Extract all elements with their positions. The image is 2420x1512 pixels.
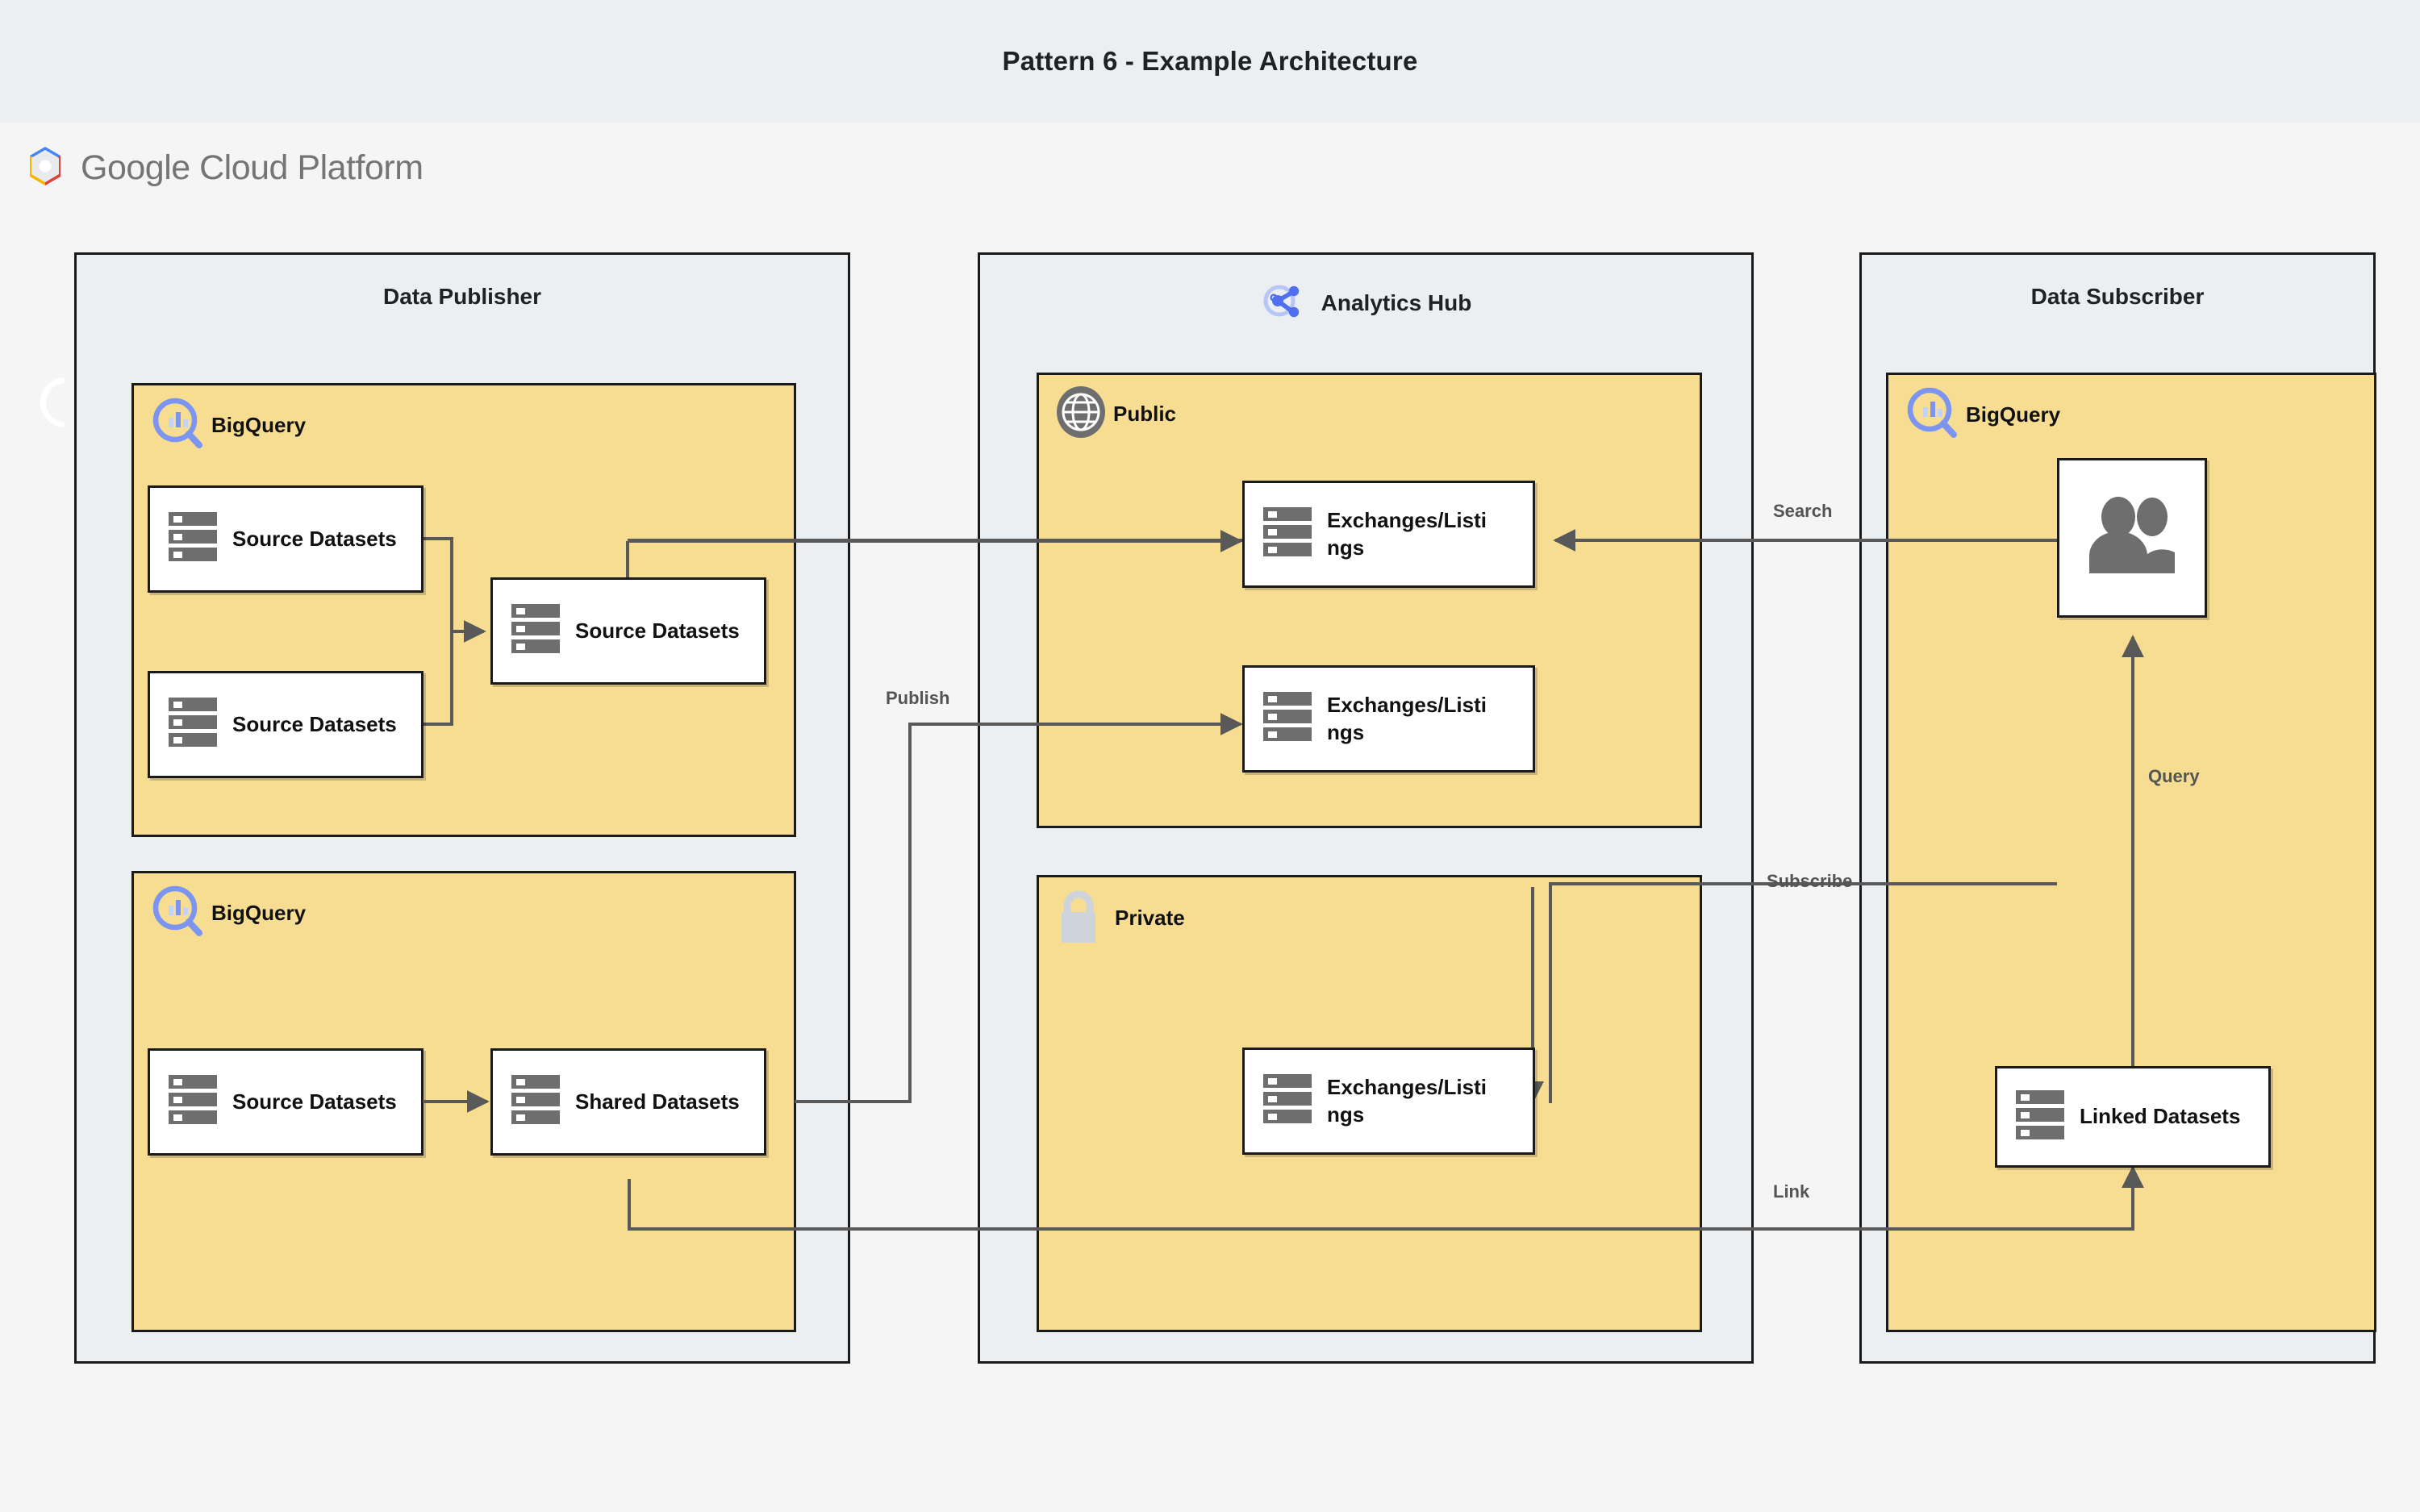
edge-label-subscribe: Subscribe [1767,871,1853,891]
google-cloud-hexagon-icon [23,144,68,193]
edge-label-query: Query [2148,766,2200,786]
dataset-icon [168,1073,218,1131]
group-label-bigquery: BigQuery [211,901,307,925]
node-label: Exchanges/Listings [1327,1075,1487,1127]
node-label: Source Datasets [575,618,740,643]
edge-label-search: Search [1773,501,1833,521]
group-header: BigQuery [1903,383,2060,447]
edge-label-link: Link [1773,1181,1810,1202]
dataset-icon [1262,1073,1312,1130]
group-header: BigQuery [148,881,306,945]
dataset-icon [168,696,218,753]
dataset-icon [1262,690,1312,748]
lock-icon [1055,889,1102,948]
bigquery-icon [148,394,208,457]
dataset-icon [168,510,218,568]
bigquery-icon [1903,383,1963,447]
lane-title-analytics-hub: Analytics Hub [1321,289,1472,315]
analytics-hub-share-icon [1260,277,1307,328]
users-icon [2084,496,2180,581]
page-title: Pattern 6 - Example Architecture [1002,46,1418,76]
node-linked-datasets[interactable]: Linked Datasets [1995,1066,2271,1168]
node-shared-datasets[interactable]: Shared Datasets [490,1048,766,1156]
dataset-icon [1262,506,1312,563]
node-label: Linked Datasets [2080,1104,2241,1129]
dataset-icon [511,602,561,660]
node-source-datasets-b[interactable]: Source Datasets [148,671,424,778]
node-label: Exchanges/Listings [1327,508,1487,560]
node-label: Shared Datasets [575,1089,740,1114]
node-source-datasets-lower[interactable]: Source Datasets [148,1048,424,1156]
edge-lower-source-to-shared [423,1090,490,1113]
node-source-datasets-merged[interactable]: Source Datasets [490,577,766,685]
node-public-exchanges-listings-1[interactable]: Exchanges/Listings [1242,481,1535,588]
node-label: Source Datasets [232,711,397,736]
node-label: Source Datasets [232,526,397,551]
globe-icon [1054,385,1108,444]
node-subscriber-users[interactable] [2057,458,2207,618]
edge-label-publish: Publish [886,688,950,708]
node-public-exchanges-listings-2[interactable]: Exchanges/Listings [1242,665,1535,773]
group-label-public: Public [1113,402,1177,426]
lane-title-data-publisher: Data Publisher [382,284,542,309]
google-cloud-platform-wordmark: Google Cloud Platform [81,148,424,187]
node-private-exchanges-listings[interactable]: Exchanges/Listings [1242,1048,1535,1155]
dataset-icon [511,1073,561,1131]
group-header: Private [1055,889,1185,948]
group-label-bigquery: BigQuery [1966,402,2061,427]
node-source-datasets-a[interactable]: Source Datasets [148,485,424,593]
lane-header-analytics-hub: Analytics Hub [980,277,1751,328]
group-label-private: Private [1115,906,1185,930]
google-cloud-platform-logo: Google Cloud Platform [23,144,424,193]
title-bar: Pattern 6 - Example Architecture [0,0,2420,123]
group-header: BigQuery [148,394,306,457]
bigquery-icon [148,881,208,945]
lane-title-data-subscriber: Data Subscriber [2030,284,2205,309]
node-label: Source Datasets [232,1089,397,1114]
group-label-bigquery: BigQuery [211,413,307,437]
dataset-icon [2015,1089,2065,1146]
group-header: Public [1054,385,1176,444]
node-label: Exchanges/Listings [1327,693,1487,744]
